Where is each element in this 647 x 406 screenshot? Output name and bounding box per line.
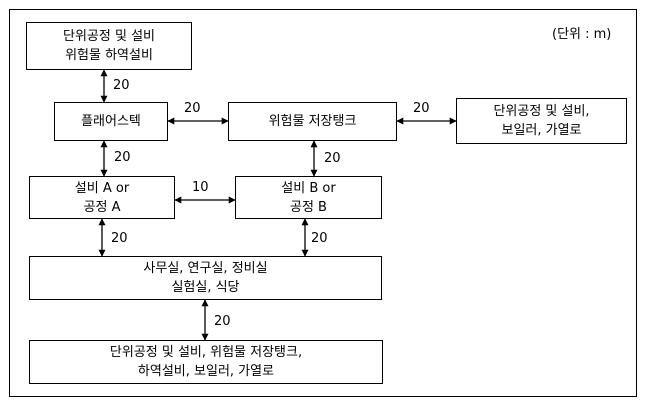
distance-label: 20 <box>113 78 130 93</box>
node-office-lab: 사무실, 연구실, 정비실 실험실, 식당 <box>29 256 382 300</box>
distance-label: 20 <box>413 101 430 116</box>
unit-note: (단위 : m) <box>552 27 612 42</box>
distance-label: 10 <box>192 180 209 195</box>
node-equipment-a: 설비 A or 공정 A <box>29 176 175 219</box>
distance-label: 20 <box>184 101 201 116</box>
node-line: 단위공정 및 설비, 위험물 저장탱크, <box>109 345 303 360</box>
node-line: 플래어스텍 <box>81 114 141 129</box>
node-line: 위험물 저장탱크 <box>268 114 357 129</box>
node-line: 설비 A or <box>74 180 130 196</box>
node-hazmat-tank: 위험물 저장탱크 <box>228 102 397 141</box>
outer-frame <box>9 9 637 397</box>
node-line: 설비 B or <box>281 180 336 196</box>
node-hazmat-unloading: 단위공정 및 설비 위험물 하역설비 <box>26 22 192 70</box>
node-equipment-b: 설비 B or 공정 B <box>235 176 382 219</box>
node-line: 공정 A <box>83 199 121 215</box>
distance-label: 20 <box>324 151 341 166</box>
distance-label: 20 <box>214 314 231 329</box>
node-line: 사무실, 연구실, 정비실 <box>143 261 268 276</box>
node-line: 실험실, 식당 <box>171 280 240 295</box>
node-unit-boiler-heater: 단위공정 및 설비, 보일러, 가열로 <box>456 98 627 144</box>
node-line: 단위공정 및 설비, <box>493 104 590 119</box>
node-line: 위험물 하역설비 <box>65 48 153 63</box>
node-line: 단위공정 및 설비 <box>63 29 155 44</box>
node-line: 보일러, 가열로 <box>501 123 582 138</box>
distance-label: 20 <box>311 231 328 246</box>
node-line: 하역설비, 보일러, 가열로 <box>137 364 275 379</box>
node-line: 공정 B <box>290 199 327 215</box>
distance-label: 20 <box>111 231 128 246</box>
node-flare-stack: 플래어스텍 <box>54 102 168 141</box>
distance-label: 20 <box>114 150 131 165</box>
node-bottom-all: 단위공정 및 설비, 위험물 저장탱크, 하역설비, 보일러, 가열로 <box>29 340 383 384</box>
